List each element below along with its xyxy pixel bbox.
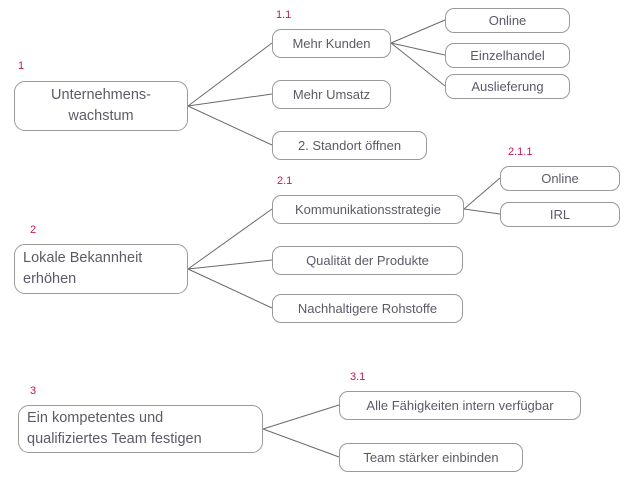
connector-line [187,268,273,309]
connector-line [390,42,446,56]
node-n1-3[interactable]: 2. Standort öffnen [272,131,427,160]
node-number-tag: 3.1 [350,371,366,383]
node-n2-1-2[interactable]: IRL [500,202,620,227]
connector-line [187,42,273,107]
connector-line [262,428,340,458]
node-number-tag: 1 [18,60,25,72]
node-n3-1[interactable]: Alle Fähigkeiten intern verfügbar [339,391,581,420]
connector-line [187,208,273,270]
node-n3[interactable]: Ein kompetentes und qualifiziertes Team … [18,405,263,453]
node-n1-1-2[interactable]: Einzelhandel [445,43,570,68]
node-n2-1[interactable]: Kommunikationsstrategie [272,195,464,224]
node-n2-3[interactable]: Nachhaltigere Rohstoffe [272,294,463,323]
node-number-tag: 3 [30,385,37,397]
node-number-tag: 2 [30,224,37,236]
node-number-tag: 2.1 [277,175,293,187]
connector-line [187,105,273,146]
node-n3-2[interactable]: Team stärker einbinden [339,443,523,472]
connector-line [390,19,446,44]
node-n2-1-1[interactable]: Online [500,166,620,191]
connector-line [463,177,501,210]
connector-line [187,259,273,270]
node-number-tag: 2.1.1 [508,146,533,158]
node-n1-1[interactable]: Mehr Kunden [272,29,391,58]
node-n1-2[interactable]: Mehr Umsatz [272,80,391,109]
node-n1-1-3[interactable]: Auslieferung [445,74,570,99]
node-n2-2[interactable]: Qualität der Produkte [272,246,463,275]
connector-line [262,404,340,430]
connector-line [463,208,501,215]
node-n2[interactable]: Lokale Bekannheit erhöhen [14,244,188,294]
node-n1[interactable]: Unternehmens- wachstum [14,81,188,131]
node-n1-1-1[interactable]: Online [445,8,570,33]
connector-line [187,93,273,107]
connector-line [390,42,446,87]
node-number-tag: 1.1 [276,9,292,21]
